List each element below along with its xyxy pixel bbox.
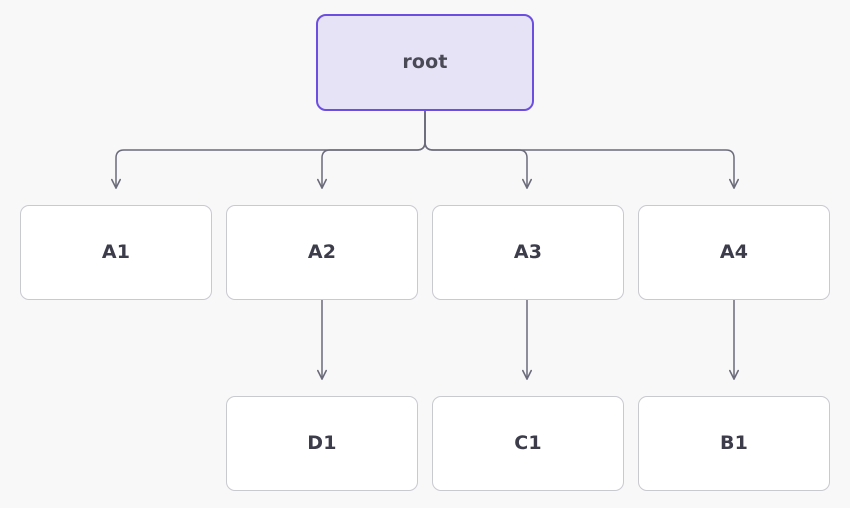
node-label-a2: A2 — [307, 241, 337, 263]
node-label-a3: A3 — [513, 241, 543, 263]
node-a4[interactable]: A4 — [638, 205, 830, 300]
node-d1[interactable]: D1 — [226, 396, 418, 491]
edge-root-A2 — [317, 110, 426, 189]
node-label-b1: B1 — [719, 432, 749, 454]
edge-root-A1 — [111, 110, 426, 189]
node-a1[interactable]: A1 — [20, 205, 212, 300]
node-c1[interactable]: C1 — [432, 396, 624, 491]
node-a3[interactable]: A3 — [432, 205, 624, 300]
node-b1[interactable]: B1 — [638, 396, 830, 491]
edge-root-A4 — [424, 110, 739, 189]
node-label-d1: D1 — [307, 432, 337, 454]
node-label-root: root — [402, 51, 448, 73]
node-label-c1: C1 — [514, 432, 542, 454]
node-root[interactable]: root — [316, 14, 534, 111]
edge-root-A3 — [424, 110, 532, 189]
node-a2[interactable]: A2 — [226, 205, 418, 300]
node-label-a1: A1 — [101, 241, 131, 263]
node-label-a4: A4 — [719, 241, 749, 263]
